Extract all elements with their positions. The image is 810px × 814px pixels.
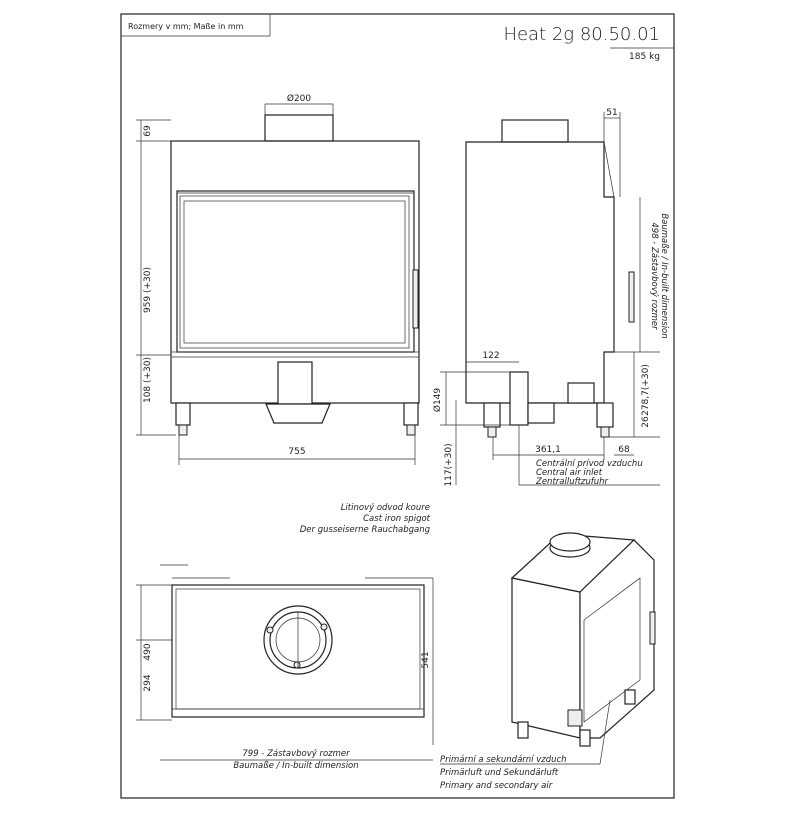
iso-view (440, 532, 656, 765)
foot-right (403, 402, 419, 426)
drawing-frame (120, 13, 675, 799)
dim-side-498-de: Baumaße / In-built dimension (659, 213, 669, 338)
weight-label: 185 kg (629, 52, 660, 62)
top-view: 490 294 541 799 - Zástavbový rozmer Baum… (136, 564, 434, 771)
spigot-note-de: Der gusseiserne Rauchabgang (300, 525, 431, 535)
dim-top-799-de: Baumaße / In-built dimension (233, 761, 358, 771)
flue-diameter: Ø200 (287, 93, 312, 104)
dim-side-498: 498 - Zástavbový rozmer (649, 222, 659, 330)
dim-top-799: 799 - Zástavbový rozmer (242, 749, 350, 759)
side-handle (628, 271, 635, 323)
dim-front-bottom: 108 (+30) (143, 357, 153, 403)
dim-top-490: 490 (143, 643, 153, 660)
spigot-note-cz: Litinový odvod koure (341, 503, 430, 513)
air-inlet-box (265, 403, 331, 424)
dim-front-width: 755 (288, 447, 305, 457)
dim-front-top: 69 (143, 125, 153, 137)
dim-side-inlet-offset: 122 (482, 351, 499, 361)
side-view: 51 122 Ø149 117(+30) 361,1 68 278,7(+30)… (432, 108, 669, 487)
central-air-cz: Centrální prívod vzduchu (536, 459, 643, 469)
side-flue-spigot (501, 119, 569, 143)
dim-side-26: 26 (641, 416, 651, 428)
dim-side-depth: 361,1 (535, 445, 561, 455)
dim-side-top: 51 (606, 108, 617, 118)
front-view: Ø200 69 959 (+30) 108 (+30) 755 (136, 93, 420, 465)
central-air-de: Zentralluftzufuhr (535, 477, 609, 487)
door-handle (412, 269, 419, 329)
dim-side-278: 278,7(+30) (641, 364, 651, 416)
units-note: Rozmery v mm; Maße in mm (128, 22, 244, 31)
spigot-note-en: Cast iron spigot (363, 514, 431, 524)
central-air-en: Central air inlet (536, 468, 603, 478)
foot-left (175, 402, 191, 426)
dim-top-541: 541 (421, 651, 431, 668)
air-note-en: Primary and secondary air (440, 781, 553, 791)
dim-side-foot: 68 (618, 445, 630, 455)
dim-top-294: 294 (143, 674, 153, 691)
air-note-cz: Primární a sekundární vzduch (440, 755, 567, 765)
top-body (171, 584, 425, 718)
dim-front-height: 959 (+30) (143, 267, 153, 313)
central-air-inlet (509, 371, 529, 426)
dim-side-inlet-height: 117(+30) (444, 443, 454, 486)
dim-side-inlet-diameter: Ø149 (432, 388, 443, 413)
side-body (465, 141, 615, 404)
air-note-de: Primärluft und Sekundärluft (440, 768, 559, 778)
model-title: Heat 2g 80.50.01 (503, 24, 660, 45)
flue-spigot (264, 114, 334, 142)
